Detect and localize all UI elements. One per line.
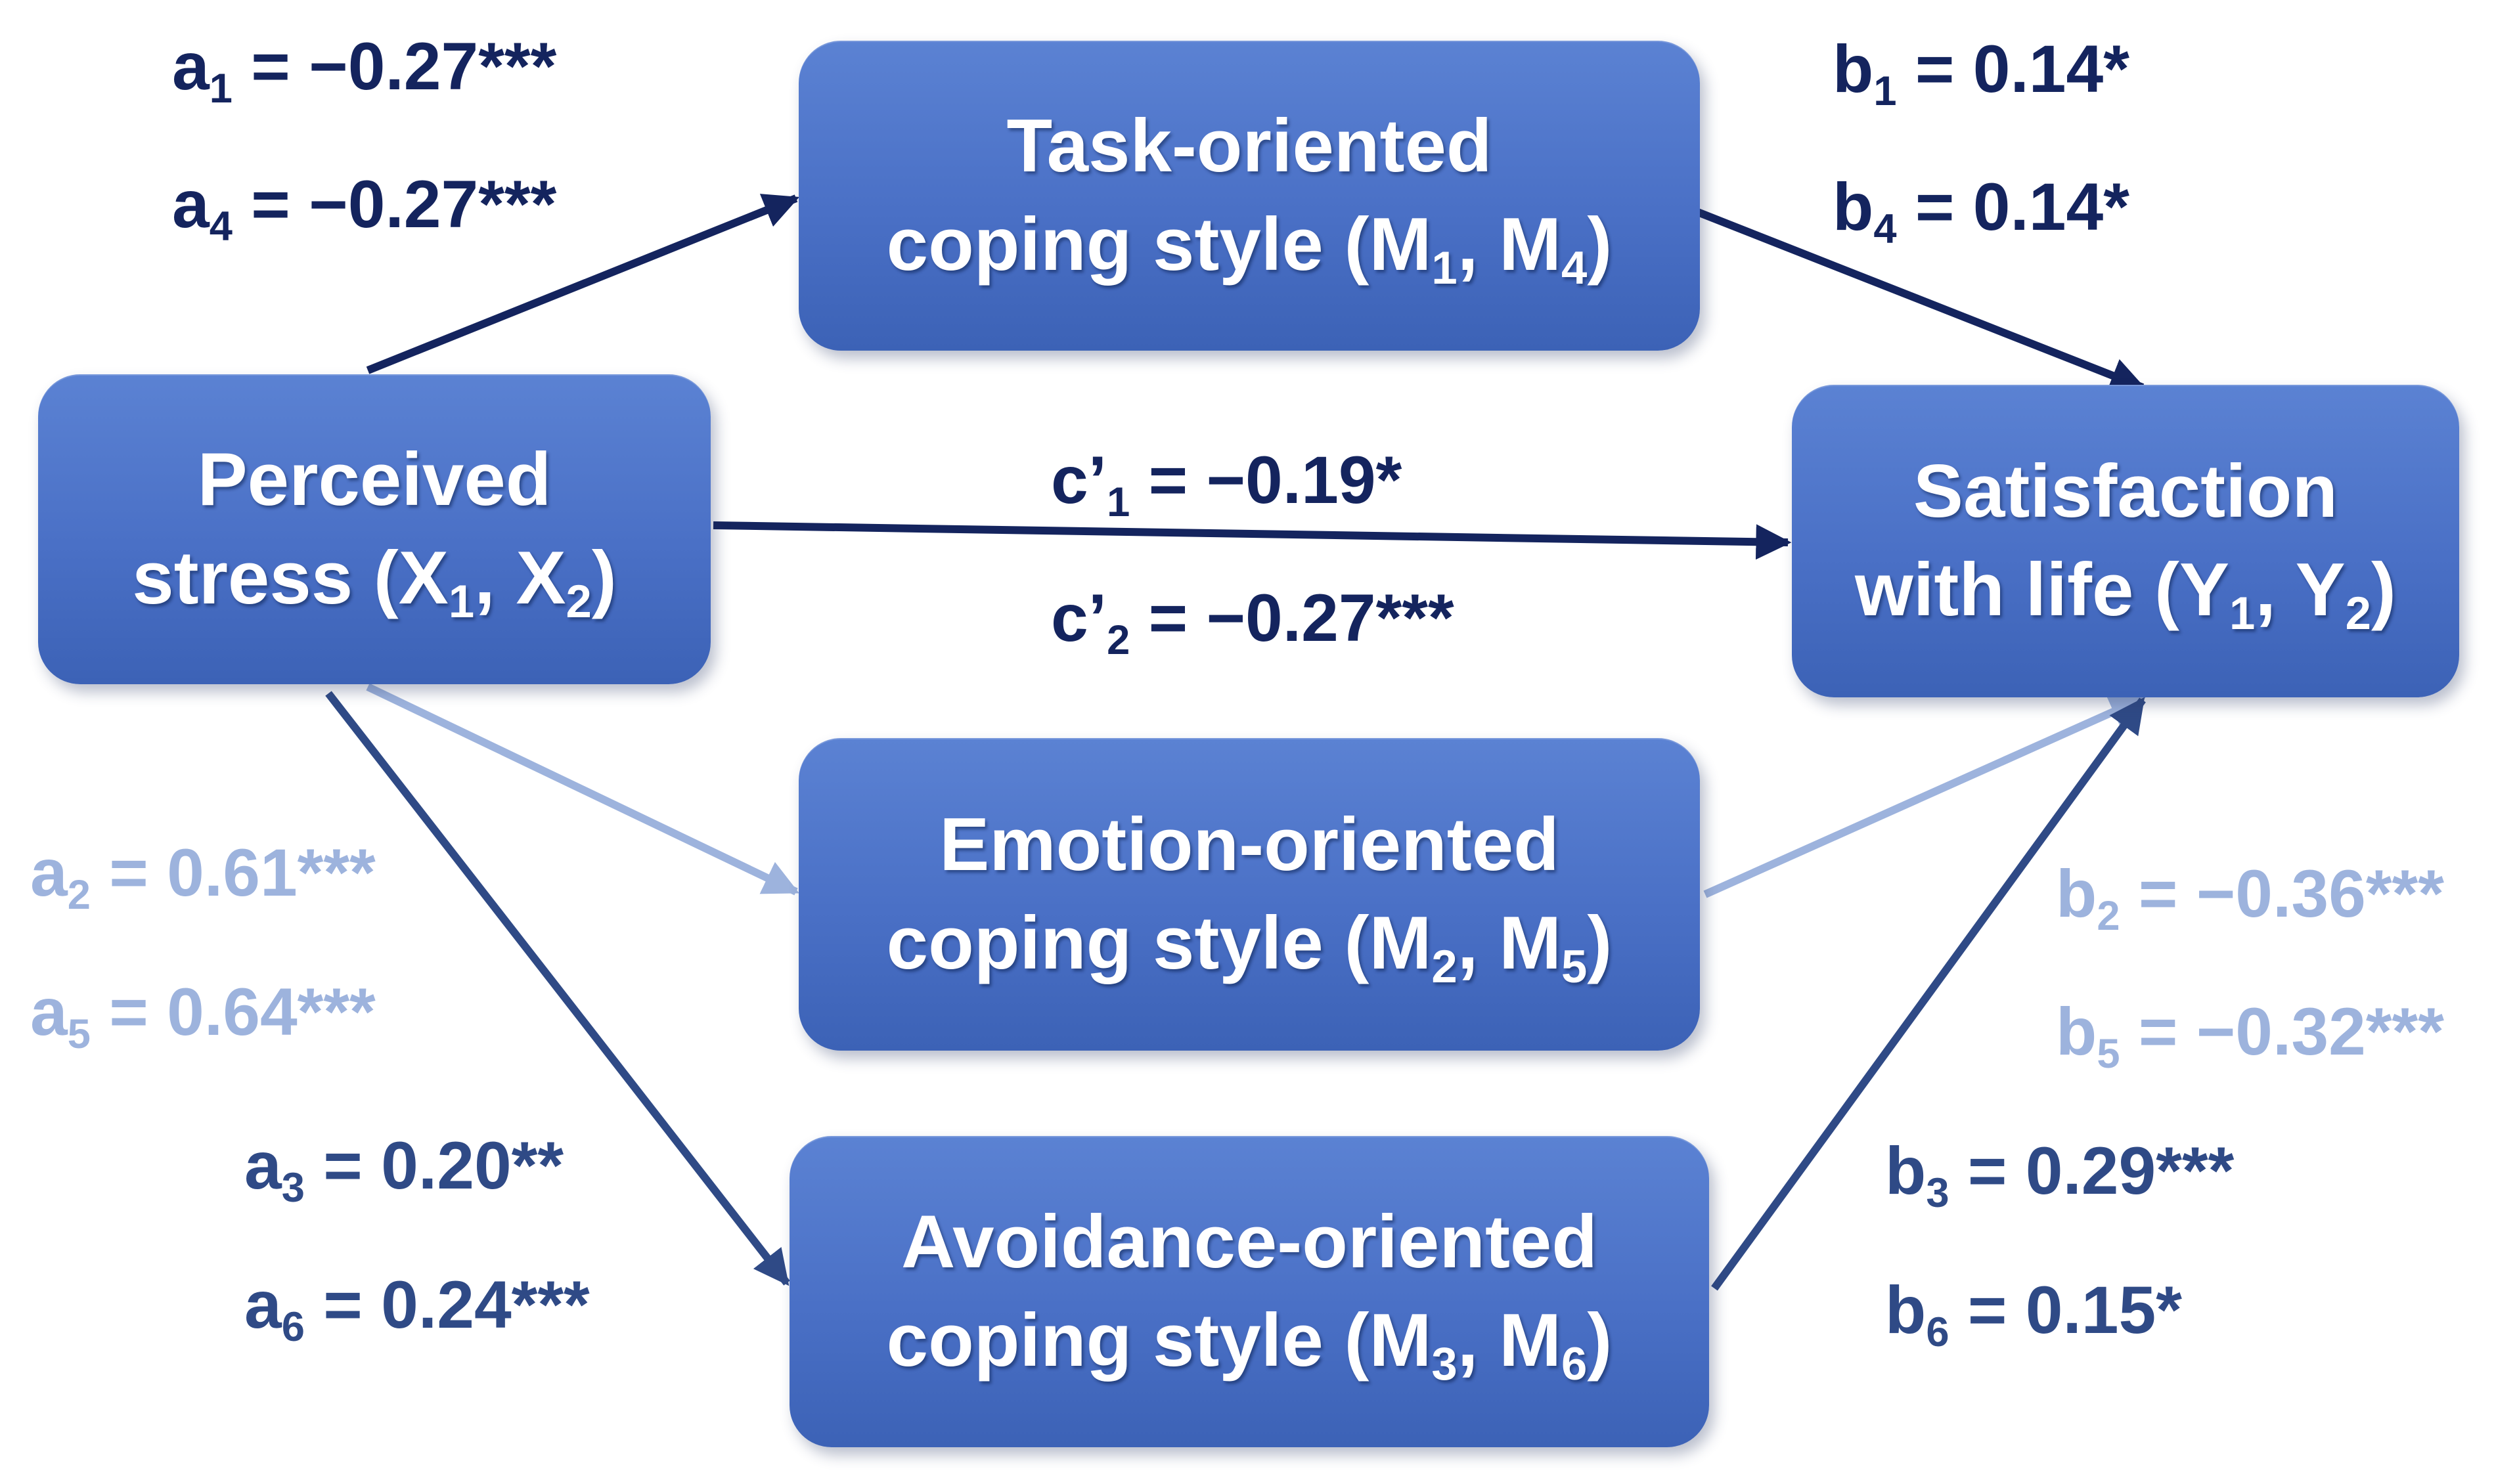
coef-a3: a3 = 0.20** (244, 1128, 564, 1211)
coef-b1: b1 = 0.14* (1833, 32, 2129, 115)
coef-a2: a2 = 0.61*** (30, 835, 376, 919)
coef-b4: b4 = 0.14* (1833, 169, 2129, 253)
node-emotion-oriented-coping: Emotion-oriented coping style (M2, M5) (799, 738, 1700, 1051)
arrow-x-to-y-direct (713, 521, 1792, 560)
node-m3-line2: coping style (M3, M6) (886, 1299, 1613, 1390)
coef-c-prime-2: c’2 = −0.27*** (1051, 580, 1454, 664)
node-m2-line2: coping style (M2, M5) (886, 902, 1613, 993)
arrow-x-to-emotion-coping (366, 683, 799, 896)
arrow-task-coping-to-y (1687, 205, 2147, 393)
coef-b2: b2 = −0.36*** (2056, 856, 2444, 940)
node-m1-line2: coping style (M1, M4) (886, 203, 1613, 294)
node-m3-line1: Avoidance-oriented (901, 1200, 1597, 1284)
arrow-emotion-coping-to-y (1703, 695, 2146, 898)
node-x-line1: Perceived (197, 438, 552, 521)
coef-b6: b6 = 0.15* (1885, 1273, 2182, 1356)
node-perceived-stress: Perceived stress (X1, X2) (38, 374, 711, 684)
node-task-oriented-coping: Task-oriented coping style (M1, M4) (799, 41, 1700, 351)
node-y-line2: with life (Y1, Y2) (1855, 548, 2396, 640)
coef-a6: a6 = 0.24*** (244, 1267, 590, 1351)
node-x-line2: stress (X1, X2) (132, 536, 617, 628)
coef-c-prime-1: c’1 = −0.19* (1051, 443, 1402, 526)
node-satisfaction-with-life: Satisfaction with life (Y1, Y2) (1792, 385, 2459, 697)
node-m2-line1: Emotion-oriented (939, 803, 1559, 886)
node-avoidance-oriented-coping: Avoidance-oriented coping style (M3, M6) (790, 1136, 1709, 1447)
coef-a1: a1 = −0.27*** (172, 29, 557, 112)
arrow-x-to-task-coping (366, 194, 800, 374)
arrow-avoidance-coping-to-y (1711, 697, 2146, 1291)
coef-b3: b3 = 0.29*** (1885, 1133, 2235, 1217)
node-m1-line1: Task-oriented (1006, 104, 1492, 188)
node-y-line1: Satisfaction (1913, 450, 2338, 533)
arrow-x-to-avoidance-coping (325, 691, 790, 1286)
coef-b5: b5 = −0.32*** (2056, 994, 2444, 1078)
coef-a5: a5 = 0.64*** (30, 974, 376, 1058)
coef-a4: a4 = −0.27*** (172, 167, 557, 250)
